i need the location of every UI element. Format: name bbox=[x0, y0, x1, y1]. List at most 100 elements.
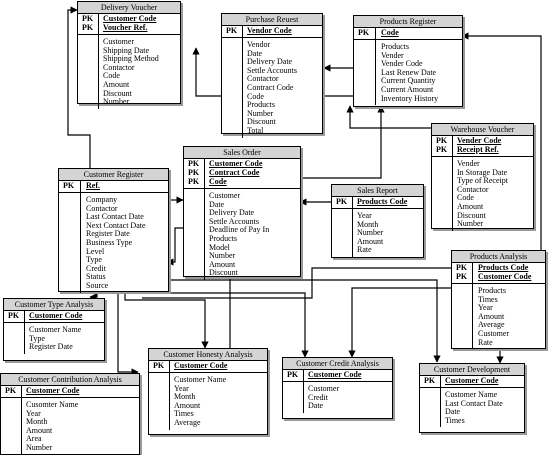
pk-field: Code bbox=[209, 177, 227, 186]
attribute: Number bbox=[357, 228, 384, 238]
attribute: Times bbox=[174, 409, 194, 419]
column-divider bbox=[24, 323, 25, 354]
pk-tag: PK bbox=[63, 181, 75, 190]
pk-field: Customer Code bbox=[445, 376, 499, 385]
attribute: Amount bbox=[103, 79, 130, 89]
attribute: Customer Name bbox=[174, 375, 227, 384]
pk-tag: PK bbox=[424, 376, 436, 385]
entity-title: Delivery Voucher bbox=[78, 2, 180, 14]
attribute: Date bbox=[247, 48, 263, 58]
link-customer-register-credit bbox=[132, 290, 309, 358]
entity-title: Products Analysis bbox=[452, 251, 545, 263]
attribute: Settle Accounts bbox=[209, 216, 259, 226]
attribute: Code bbox=[457, 193, 474, 203]
pk-tag: PK bbox=[336, 197, 348, 206]
attribute: Delivery Date bbox=[247, 57, 293, 67]
attribute: Contactor bbox=[247, 74, 279, 84]
attribute: Number bbox=[457, 219, 484, 229]
column-divider bbox=[440, 388, 441, 428]
pk-field: Receipt Ref. bbox=[457, 145, 499, 154]
primary-key-row: PK Customer Code bbox=[420, 376, 524, 386]
attribute: Times bbox=[478, 294, 498, 304]
attribute: Inventory History bbox=[381, 93, 439, 103]
attribute: Products bbox=[478, 286, 506, 295]
attribute: Products bbox=[381, 42, 409, 51]
attribute: Shipping Date bbox=[103, 45, 149, 55]
attribute: Vendor bbox=[247, 40, 271, 49]
pk-tag: PK bbox=[226, 26, 238, 35]
column-divider bbox=[242, 26, 243, 37]
attribute: Date bbox=[209, 199, 225, 209]
attribute: Source bbox=[86, 280, 109, 290]
attribute: Customer bbox=[103, 37, 135, 46]
attribute: Register Date bbox=[29, 342, 73, 352]
entity-title: Products Register bbox=[354, 16, 462, 28]
attribute: In Storage Date bbox=[457, 167, 508, 177]
attribute: Next Contact Date bbox=[86, 220, 146, 230]
pk-field: Voucher Ref. bbox=[103, 23, 148, 32]
attribute: Settle Accounts bbox=[247, 65, 297, 75]
column-divider bbox=[21, 398, 22, 455]
entity-title: Sales Report bbox=[332, 185, 423, 197]
entity-title: Customer Register bbox=[59, 169, 168, 181]
attribute: Vender bbox=[457, 159, 480, 168]
column-divider bbox=[204, 189, 205, 280]
attribute: Type bbox=[86, 255, 102, 265]
column-divider bbox=[303, 382, 304, 413]
attribute: Amount bbox=[174, 400, 201, 410]
attribute: Discount bbox=[457, 210, 486, 220]
column-divider bbox=[98, 35, 99, 109]
attribute: Month bbox=[357, 219, 379, 229]
column-divider bbox=[452, 157, 453, 231]
attribute: Code bbox=[103, 71, 120, 81]
attribute: Credit bbox=[86, 263, 106, 273]
attribute: Amount bbox=[478, 311, 505, 321]
pk-field: Products Code bbox=[478, 263, 529, 272]
attribute: Type bbox=[29, 333, 45, 343]
attribute: Vender Code bbox=[381, 59, 423, 69]
column-divider bbox=[204, 159, 205, 188]
entity-title: Customer Contribution Analysis bbox=[1, 374, 139, 386]
attribute: Amount bbox=[26, 425, 53, 435]
pk-tag: PK bbox=[436, 136, 448, 145]
column-divider bbox=[169, 373, 170, 430]
attribute: Date bbox=[445, 407, 461, 417]
attribute: Current Quantity bbox=[381, 76, 436, 86]
entity-title: Customer Type Analysis bbox=[4, 299, 104, 311]
attribute: Year bbox=[26, 408, 41, 418]
pk-tag: PK bbox=[456, 263, 468, 272]
attribute: Shipping Method bbox=[103, 54, 159, 64]
attribute: Number bbox=[209, 251, 236, 261]
attribute: Discount bbox=[247, 117, 276, 127]
column-divider bbox=[80, 193, 81, 293]
attribute: Amount bbox=[457, 201, 484, 211]
attribute: Month bbox=[174, 392, 196, 402]
entity-title: Customer Development bbox=[420, 364, 524, 376]
attribute: Company bbox=[86, 195, 118, 204]
attribute: Customer Name bbox=[445, 390, 498, 399]
